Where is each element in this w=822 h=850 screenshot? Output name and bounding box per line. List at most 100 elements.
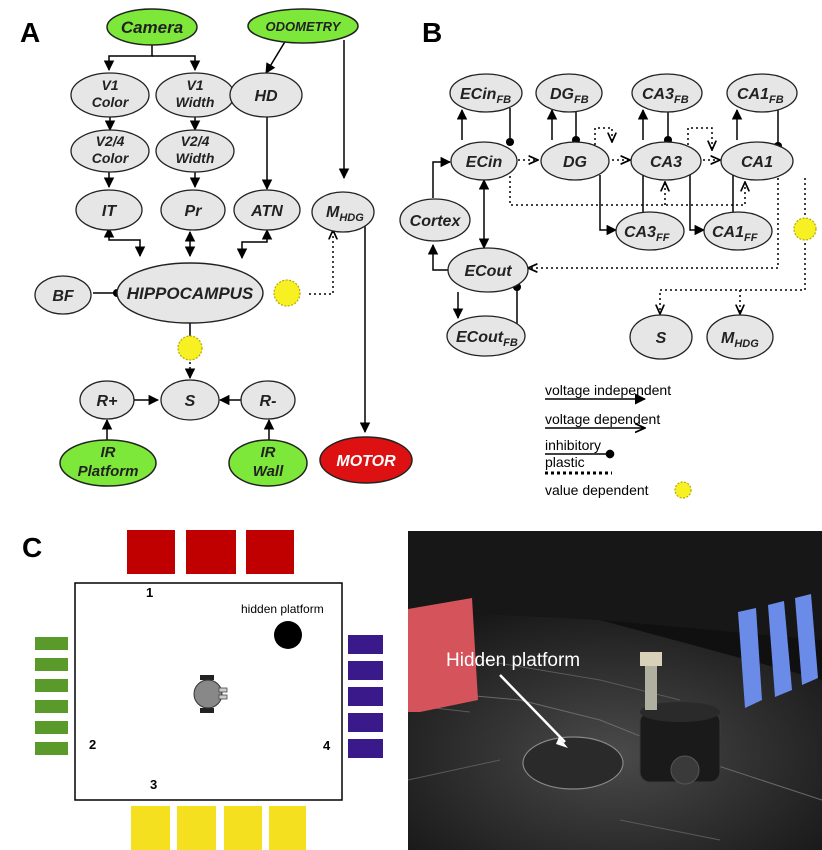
legend: voltage independent voltage dependent in… [545, 382, 692, 499]
ca3-fb-main: CA3 [642, 86, 674, 103]
s-b-label: S [656, 330, 667, 347]
node-it: IT [75, 189, 143, 231]
pr-label: Pr [185, 203, 203, 220]
node-hippocampus: HIPPOCAMPUS [116, 262, 264, 324]
ecin-fb-label: ECinFB [460, 86, 511, 106]
node-camera: Camera [106, 8, 198, 46]
v24-width-line1: V2/4 [181, 133, 210, 149]
purple-cues [348, 635, 383, 758]
node-bf: BF [34, 275, 92, 315]
dg-fb-sub: FB [574, 94, 589, 106]
node-ecout: ECout [447, 247, 529, 293]
legend-voltage-independent: voltage independent [545, 382, 671, 398]
panel-d: D Hidden p [407, 531, 822, 850]
ir-platform-line1: IR [101, 444, 116, 461]
panel-c: C 1 2 3 4 [22, 530, 383, 850]
legend-plastic: plastic [545, 454, 585, 470]
photo-red-cue [408, 598, 478, 712]
dg-label: DG [563, 154, 587, 171]
panel-b-letter: B [422, 17, 442, 48]
node-mhdg-a: MHDG [311, 191, 375, 233]
legend-value-dependent: value dependent [545, 482, 649, 498]
photo-arrow-head [556, 737, 568, 748]
node-ecin-fb: ECinFB [449, 73, 523, 113]
node-atn: ATN [233, 189, 301, 231]
ca1-ff-label: CA1FF [712, 224, 758, 244]
photo-blue-stripe-3 [795, 594, 818, 685]
legend-inhibitory: inhibitory [545, 437, 601, 453]
ca3-ff-main: CA3 [624, 224, 656, 241]
ecout-fb-main: ECout [456, 329, 504, 346]
mhdg-b-sub: HDG [734, 338, 759, 350]
node-hd: HD [229, 72, 303, 118]
panel-a-letter: A [20, 17, 40, 48]
node-dg-fb: DGFB [535, 73, 603, 113]
quadrant-1: 1 [146, 585, 153, 600]
node-r-minus: R- [240, 380, 296, 420]
quadrant-3: 3 [150, 777, 157, 792]
photo-platform [522, 736, 624, 790]
panel-c-letter: C [22, 532, 42, 563]
photo-robot [639, 652, 721, 785]
node-ecout-fb: ECoutFB [446, 315, 526, 357]
ecin-fb-main: ECin [460, 86, 497, 103]
node-ir-platform: IR Platform [59, 439, 157, 487]
value-burst-a-center [177, 335, 203, 361]
node-cortex: Cortex [399, 198, 471, 242]
ca1-fb-label: CA1FB [737, 86, 784, 106]
node-ca3-fb: CA3FB [631, 73, 703, 113]
red-cues [127, 530, 294, 574]
bf-label: BF [52, 288, 75, 305]
ir-platform-line2: Platform [78, 463, 139, 480]
panel-a-edges [93, 39, 371, 440]
hidden-platform-marker [274, 621, 302, 649]
ecin-label: ECin [466, 154, 503, 171]
node-v24-width: V2/4 Width [155, 129, 235, 173]
node-dg: DG [540, 141, 610, 181]
mhdg-a-label: MHDG [326, 204, 364, 224]
photo-blue-stripe-2 [768, 601, 792, 697]
mhdg-a-main: M [326, 204, 340, 221]
hidden-platform-photo-label: Hidden platform [446, 650, 580, 671]
hidden-platform-label: hidden platform [241, 602, 324, 616]
value-burst-a-right [273, 279, 301, 307]
mhdg-b-label: MHDG [721, 330, 759, 350]
ca1-ff-main: CA1 [712, 224, 744, 241]
dg-fb-label: DGFB [550, 86, 589, 106]
green-cues [35, 637, 68, 755]
ir-wall-line2: Wall [253, 463, 284, 480]
node-ca3-ff: CA3FF [615, 211, 685, 251]
v24-width-line2: Width [176, 150, 215, 166]
node-s-a: S [160, 379, 220, 421]
r-plus-label: R+ [97, 393, 118, 410]
hd-label: HD [254, 88, 278, 105]
panel-b: B [399, 17, 817, 499]
quadrant-4: 4 [323, 738, 331, 753]
ca3-ff-label: CA3FF [624, 224, 670, 244]
quadrant-2: 2 [89, 737, 96, 752]
node-s-b: S [629, 314, 693, 360]
v1-color-line1: V1 [101, 77, 118, 93]
node-ecin: ECin [450, 141, 518, 181]
node-ir-wall: IR Wall [228, 439, 308, 487]
ca1-fb-sub: FB [769, 94, 784, 106]
v1-color-line2: Color [92, 94, 130, 110]
ecin-fb-sub: FB [496, 94, 511, 106]
ca1-ff-sub: FF [744, 232, 758, 244]
ca3-ff-sub: FF [656, 232, 670, 244]
s-a-label: S [185, 393, 196, 410]
ca3-fb-label: CA3FB [642, 86, 689, 106]
node-ca3: CA3 [630, 141, 702, 181]
arena-photo: Hidden platform [407, 531, 822, 850]
r-minus-label: R- [260, 393, 277, 410]
mhdg-a-sub: HDG [339, 212, 364, 224]
photo-blue-stripe-1 [738, 608, 762, 708]
legend-value-burst [674, 481, 692, 499]
node-v1-color: V1 Color [70, 72, 150, 118]
yellow-cues [131, 806, 306, 850]
camera-label: Camera [121, 18, 183, 37]
panel-a: A Camera [20, 8, 413, 487]
robot-icon [193, 675, 228, 713]
photo-arrow [499, 674, 566, 743]
